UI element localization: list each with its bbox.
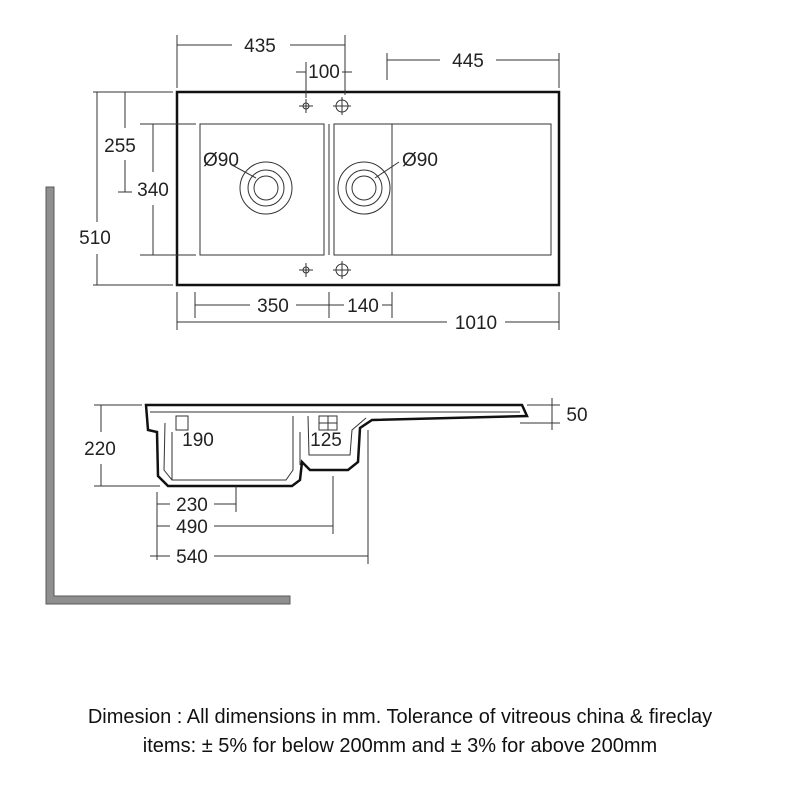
waste-left-icon bbox=[239, 161, 293, 215]
drainer-outline bbox=[392, 123, 552, 256]
dim-bowl-width: 435 bbox=[244, 36, 276, 57]
dim-tap-spacing: 100 bbox=[308, 62, 340, 83]
dim-drainer-width: 445 bbox=[452, 51, 484, 72]
tap-hole-bottom-left-icon bbox=[299, 263, 313, 277]
dim-bowl-depth: 190 bbox=[182, 430, 214, 451]
dim-bowls-width: 490 bbox=[176, 517, 208, 538]
waste-fitting-icon bbox=[175, 415, 189, 431]
section-view bbox=[94, 398, 560, 564]
wall-corner bbox=[45, 186, 291, 605]
dim-depth-front: 255 bbox=[104, 136, 136, 157]
main-bowl-outline bbox=[199, 123, 325, 256]
dim-waste-left: Ø90 bbox=[203, 150, 239, 171]
caption-line-1: Dimesion : All dimensions in mm. Toleran… bbox=[87, 706, 713, 728]
tap-hole-top-left-icon bbox=[299, 99, 313, 113]
dim-main-bowl: 350 bbox=[257, 296, 289, 317]
dim-waste-offset: 230 bbox=[176, 495, 208, 516]
dim-top-thickness: 50 bbox=[566, 405, 587, 426]
half-bowl-outline bbox=[333, 123, 393, 256]
tap-hole-bottom-right-icon bbox=[333, 261, 351, 279]
sink-outline bbox=[175, 90, 561, 287]
dim-overall-depth: 510 bbox=[79, 228, 111, 249]
dim-height: 220 bbox=[84, 439, 116, 460]
waste-right-icon bbox=[337, 161, 391, 215]
dim-waste-right: Ø90 bbox=[402, 150, 438, 171]
tap-hole-top-right-icon bbox=[333, 97, 351, 115]
caption-line-2: items: ± 5% for below 200mm and ± 3% for… bbox=[142, 735, 658, 757]
dim-half-bowl: 140 bbox=[347, 296, 379, 317]
dim-overall-width: 1010 bbox=[455, 313, 497, 334]
sink-profile bbox=[144, 403, 529, 488]
dim-section-width: 540 bbox=[176, 547, 208, 568]
dim-depth-bowl: 340 bbox=[137, 180, 169, 201]
dim-half-bowl-depth: 125 bbox=[310, 430, 342, 451]
caption: Dimesion : All dimensions in mm. Toleran… bbox=[0, 703, 800, 761]
plan-view bbox=[93, 35, 561, 330]
